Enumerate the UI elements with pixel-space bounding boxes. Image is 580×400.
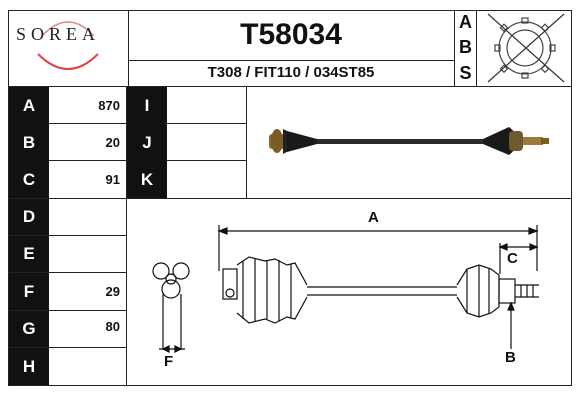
- abs-letter-s: S: [459, 62, 472, 83]
- row-letter-j: J: [127, 124, 167, 161]
- row-letter-k: K: [127, 161, 167, 198]
- row-letter-g: G: [9, 311, 49, 347]
- row-value-h: [49, 348, 126, 385]
- row-value-g: 80: [105, 319, 120, 334]
- drive-shaft-photo: [269, 127, 549, 155]
- row-value-c: 91: [105, 172, 120, 187]
- row-letter-a: A: [9, 87, 49, 124]
- logo-swirl-icon: [37, 21, 99, 70]
- row-value-k: [167, 161, 246, 198]
- row-value-e: [49, 236, 126, 273]
- dim-label-b: B: [505, 349, 516, 366]
- dim-label-f: F: [164, 353, 174, 370]
- row-letter-c: C: [9, 161, 49, 198]
- row-value-d: [49, 199, 126, 236]
- row-letter-d: D: [9, 199, 49, 235]
- row-letter-e: E: [9, 236, 49, 272]
- row-value-f: 29: [105, 284, 120, 299]
- abs-letter-a: A: [459, 12, 472, 32]
- part-number: T58034: [240, 18, 342, 51]
- cross-references: T308 / FIT110 / 034ST85: [207, 63, 375, 81]
- dim-label-a: A: [368, 209, 379, 226]
- row-value-i: [167, 87, 246, 124]
- row-letter-i: I: [127, 87, 167, 124]
- brand-logo: SOREA: [16, 24, 101, 44]
- row-value-j: [167, 124, 246, 161]
- no-abs-ring-icon: [487, 13, 565, 83]
- row-value-a: 870: [98, 98, 120, 113]
- row-letter-f: F: [9, 273, 49, 310]
- row-letter-b: B: [9, 124, 49, 161]
- row-letter-h: H: [9, 348, 49, 385]
- row-value-b: 20: [105, 135, 120, 150]
- abs-letter-b: B: [459, 37, 472, 57]
- dim-label-c: C: [507, 250, 518, 267]
- dimension-diagram: [152, 225, 539, 353]
